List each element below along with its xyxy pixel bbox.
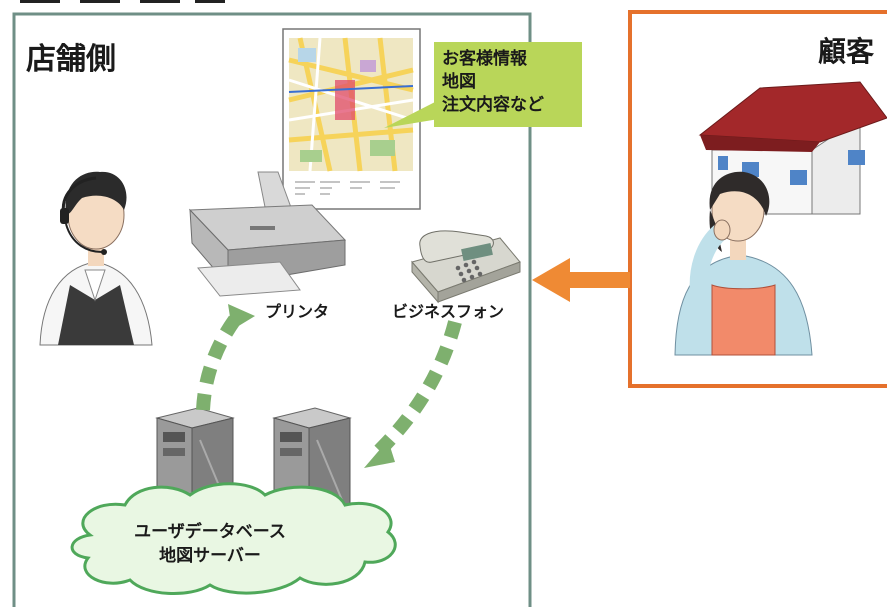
callout-line: 地図 xyxy=(442,72,476,92)
printout-callout xyxy=(384,42,582,128)
server-label-line: ユーザデータベース xyxy=(134,522,286,542)
customer-box xyxy=(628,10,887,388)
phone-to-server-arrow xyxy=(373,320,462,457)
server-cloud xyxy=(70,482,397,595)
callout-line: 注文内容など xyxy=(442,95,544,115)
map-image xyxy=(288,37,414,172)
callout-line: お客様情報 xyxy=(442,49,527,69)
customer-label: 顧客 xyxy=(818,35,875,68)
call-arrow xyxy=(532,258,630,302)
server-to-printer-arrow xyxy=(196,313,242,411)
customer-person-icon xyxy=(674,171,813,356)
business-phone-icon xyxy=(411,230,521,304)
printer-label: プリンタ xyxy=(265,302,330,321)
shop-side-label: 店舗側 xyxy=(26,42,116,77)
operator-person-icon xyxy=(39,171,153,346)
shop-side-box xyxy=(12,12,532,611)
business-phone-label: ビジネスフォン xyxy=(392,302,505,321)
printout-paper xyxy=(282,28,421,210)
printout-callout-text: お客様情報 地図 注文内容など xyxy=(442,48,544,117)
server-label: ユーザデータベース 地図サーバー xyxy=(0,520,420,568)
server-label-line: 地図サーバー xyxy=(159,546,261,566)
printer-icon xyxy=(188,171,347,297)
